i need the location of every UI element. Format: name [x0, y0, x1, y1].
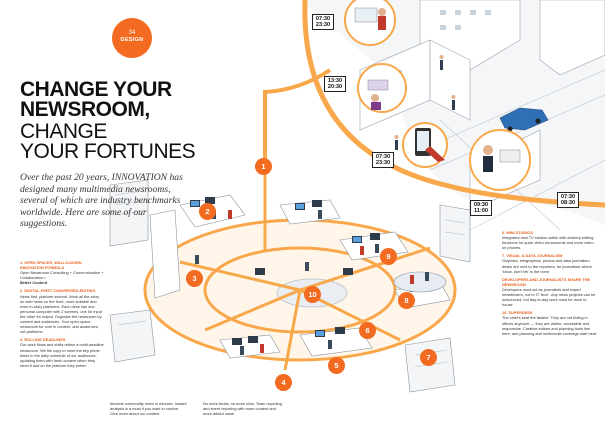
section-2-title: 2. DIGITAL-FIRST CONVERGED-EDITING	[20, 288, 96, 294]
headline-line-3: CHANGE	[20, 120, 107, 143]
time-label: 09:30 11:00	[470, 200, 492, 216]
intro-paragraph: Over the past 20 years, INNOVATION has d…	[20, 172, 183, 230]
marker-3: 3	[186, 270, 203, 287]
section-8-text: Developers must act as journalists and e…	[502, 286, 596, 308]
mid-column-2: No more beats, no more silos. Team repor…	[203, 401, 282, 417]
time-label: 07:30 23:30	[312, 14, 334, 30]
section-10-text: The chief's seat the fastest. They are n…	[502, 315, 598, 336]
headline-line-4: YOUR FORTUNES	[20, 140, 196, 163]
section-10-title: 10. SUPERDESK	[502, 310, 533, 316]
marker-10: 10	[304, 286, 321, 303]
section-7-title: 7. VISUAL & DATA JOURNALISM	[502, 253, 563, 259]
headline-bold: CHANGE YOUR NEWSROOM,	[20, 78, 220, 121]
marker-4: 4	[275, 374, 292, 391]
headline-line-1: CHANGE YOUR	[20, 78, 172, 101]
marker-9: 9	[380, 248, 397, 265]
marker-5: 5	[328, 357, 345, 374]
headline-regular: CHANGE YOUR FORTUNES	[20, 120, 220, 163]
time-label: 13:30 20:30	[324, 76, 346, 92]
section-8-title: DEVELOPERS AND JOURNALISTS SHARE THE NEW…	[502, 276, 591, 287]
time-label: 07:30 08:30	[557, 192, 579, 208]
section-3-title: 3. ROLLING DEADLINES	[20, 337, 66, 343]
section-3-text: Our work flows and shifts reflect a mult…	[20, 342, 104, 368]
section-badge: 34 DESIGN	[112, 18, 152, 58]
marker-7: 7	[420, 349, 437, 366]
section-number: 34	[128, 30, 136, 36]
marker-8: 8	[398, 292, 415, 309]
left-column: 1. OPEN SPACES, WALLS-DOWN INNOVATION FO…	[20, 260, 104, 368]
headline-line-2: NEWSROOM,	[20, 98, 150, 121]
section-1-text: Open Newsroom Consulting + Communication…	[20, 270, 104, 281]
section-7-text: Graphics, infographics, photos and data …	[502, 258, 592, 274]
section-2-text: News first, platform second. Work all th…	[20, 293, 102, 335]
section-1-bold: Better Content	[20, 280, 48, 286]
marker-1: 1	[255, 158, 272, 175]
mid-column-1: become commodity news in minutes. Instan…	[110, 401, 187, 417]
section-6-text: Integrated mini TV studios within with d…	[502, 235, 594, 251]
section-6-title: 6. MINI STUDIOS	[502, 230, 533, 235]
section-label: DESIGN	[120, 37, 144, 44]
time-label: 07:30 23:30	[372, 152, 394, 168]
marker-6: 6	[359, 322, 376, 339]
marker-2: 2	[199, 203, 216, 220]
right-column: 6. MINI STUDIOS Integrated mini TV studi…	[502, 230, 598, 336]
section-1-title: 1. OPEN SPACES, WALLS-DOWN INNOVATION FO…	[20, 260, 82, 271]
